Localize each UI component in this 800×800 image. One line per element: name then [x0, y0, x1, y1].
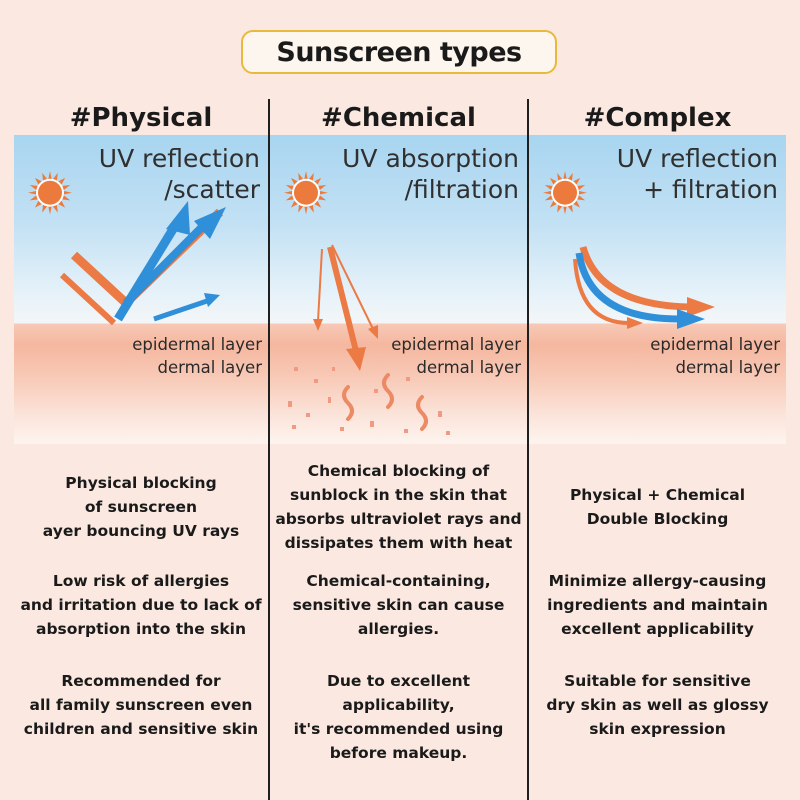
complex-diagram: UV reflection + filtration epidermal lay… [529, 135, 786, 444]
description-3: Suitable for sensitive dry skin as well … [546, 672, 769, 738]
uv-ray-arrow [573, 245, 715, 329]
dermal-label: dermal layer [675, 358, 780, 377]
description-3: Due to excellent applicability, it's rec… [293, 672, 504, 762]
physical-diagram: UV reflection /scatter epidermal layer d… [14, 135, 268, 444]
description-2: Minimize allergy-causing ingredients and… [547, 572, 768, 638]
epidermal-label: epidermal layer [132, 335, 262, 354]
column-heading: #Complex [583, 103, 732, 133]
description-3: Recommended for all family sunscreen eve… [23, 672, 259, 738]
uv-mechanism-label: UV absorption /filtration [342, 144, 519, 204]
description-1: Physical blocking of sunscreen ayer boun… [42, 474, 240, 540]
epidermal-label: epidermal layer [650, 335, 780, 354]
column-chemical: #Chemical [270, 99, 527, 800]
uv-mechanism-label: UV reflection /scatter [98, 144, 260, 204]
column-heading: #Physical [69, 103, 213, 133]
sun-icon [543, 171, 587, 215]
absorbed-particles [288, 367, 450, 435]
sun-icon [284, 171, 328, 215]
page-title: Sunscreen types [241, 30, 557, 74]
description-2: Low risk of allergies and irritation due… [20, 572, 262, 638]
chemical-diagram: UV absorption /filtration epidermal laye… [270, 135, 527, 444]
description-2: Chemical-containing, sensitive skin can … [292, 572, 505, 638]
column-divider-2 [527, 99, 529, 800]
description-1: Physical + Chemical Double Blocking [569, 486, 746, 528]
uv-mechanism-label: UV reflection + filtration [616, 144, 778, 204]
sun-icon [28, 171, 72, 215]
uv-ray-arrow [313, 244, 378, 371]
column-heading: #Chemical [321, 103, 476, 133]
column-divider-1 [268, 99, 270, 800]
description-1: Chemical blocking of sunblock in the ski… [275, 462, 522, 552]
heat-wave-icon [342, 373, 428, 431]
column-physical: #Physical UV reflection /scatter epiderm… [14, 99, 268, 800]
uv-ray-arrow [59, 201, 226, 326]
column-complex: #Complex UV reflection + filtration epid… [529, 99, 786, 800]
dermal-label: dermal layer [157, 358, 262, 377]
epidermal-label: epidermal layer [391, 335, 521, 354]
dermal-label: dermal layer [416, 358, 521, 377]
